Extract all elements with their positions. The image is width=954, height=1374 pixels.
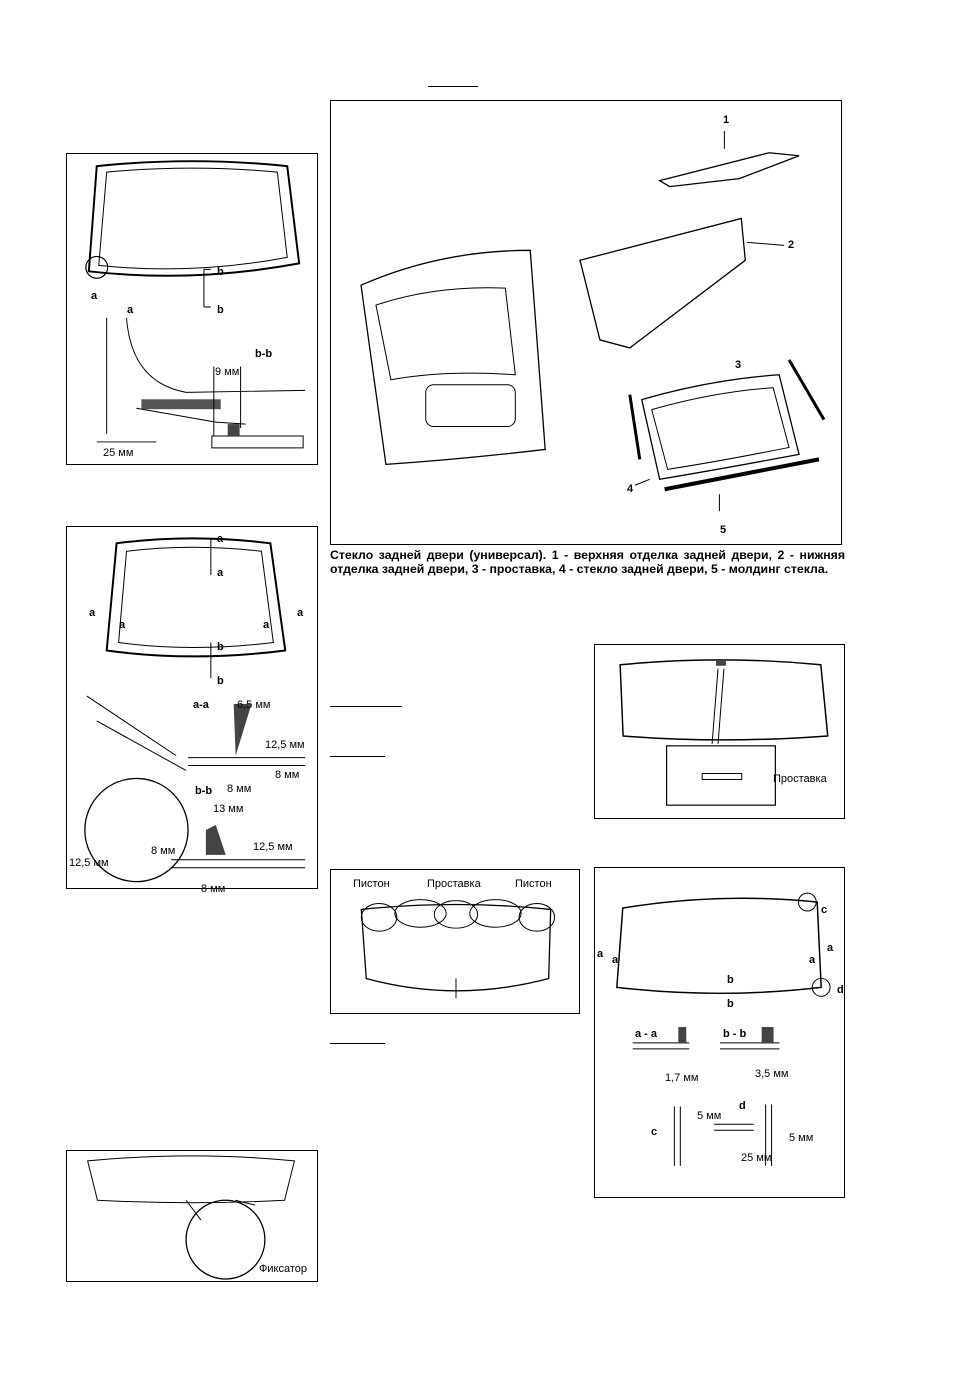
- section-bb: b-b: [195, 785, 213, 797]
- a-right-2: a: [297, 607, 304, 619]
- label-a-1: a: [597, 948, 604, 960]
- rule-2: [330, 756, 385, 757]
- pistons-drawing: [360, 899, 556, 999]
- label-c-detail: c: [651, 1126, 658, 1138]
- label-b-bottom: b: [217, 304, 224, 316]
- dim-3-5mm: 3,5 мм: [755, 1068, 789, 1080]
- windshield-drawing: [85, 160, 306, 449]
- section-bb: b-b: [255, 348, 273, 360]
- a-top-2: a: [217, 567, 224, 579]
- dim-6-5mm: 6,5 мм: [237, 699, 271, 711]
- label-b-1: b: [727, 974, 734, 986]
- label-a-2: a: [612, 954, 619, 966]
- label-a-4: a: [827, 942, 834, 954]
- spacer-label: Проставка: [427, 878, 481, 890]
- piston-left-label: Пистон: [353, 878, 390, 890]
- dim-25mm: 25 мм: [741, 1152, 772, 1164]
- label-a: a: [91, 290, 98, 302]
- callout-3: 3: [735, 359, 742, 371]
- label-c: c: [821, 904, 828, 916]
- label-d-detail: d: [739, 1100, 746, 1112]
- dim-9mm: 9 мм: [215, 366, 240, 378]
- dim-12-5mm-a: 12,5 мм: [265, 739, 305, 751]
- callout-4: 4: [627, 483, 634, 495]
- label-b-2: b: [727, 998, 734, 1010]
- dim-12-5mm-c: 12,5 мм: [69, 857, 109, 869]
- rear-glass-sections-drawing: [84, 537, 306, 883]
- header-rule: [428, 86, 478, 87]
- dim-8mm-d: 8 мм: [201, 883, 226, 895]
- callout-1: 1: [723, 114, 730, 126]
- b-2: b: [217, 675, 224, 687]
- dim-8mm-a: 8 мм: [275, 769, 300, 781]
- windshield-figure: a a b b b-b 9 мм 25 мм: [66, 153, 318, 465]
- label-a-3: a: [809, 954, 816, 966]
- section-bb: b - b: [723, 1028, 747, 1040]
- dim-12-5mm-b: 12,5 мм: [253, 841, 293, 853]
- latch-label: Фиксатор: [259, 1263, 307, 1275]
- latch-drawing: [86, 1155, 296, 1280]
- callout-5: 5: [720, 524, 727, 536]
- install-figure: c d a a a a b b a - a b - b 1,7 мм 3,5 м…: [594, 867, 845, 1198]
- a-right-1: a: [263, 619, 270, 631]
- a-left-1: a: [89, 607, 96, 619]
- dim-5mm-b: 5 мм: [789, 1132, 814, 1144]
- b-1: b: [217, 641, 224, 653]
- label-a-detail: a: [127, 304, 134, 316]
- dim-8mm-b: 8 мм: [227, 783, 252, 795]
- latch-figure: Фиксатор: [66, 1150, 318, 1282]
- spacer-figure: Проставка: [594, 644, 845, 819]
- label-d: d: [837, 984, 844, 996]
- figure-caption: Стекло задней двери (универсал). 1 - вер…: [330, 548, 845, 576]
- pistons-figure: Пистон Проставка Пистон: [330, 869, 580, 1014]
- dim-5mm-a: 5 мм: [697, 1110, 722, 1122]
- rule-1: [330, 706, 402, 707]
- callout-2: 2: [788, 239, 795, 251]
- install-drawing: [616, 892, 831, 1166]
- a-top-1: a: [217, 533, 224, 545]
- exploded-view-drawing: [360, 130, 826, 512]
- section-aa: a-a: [193, 699, 209, 711]
- spacer-label: Проставка: [773, 773, 827, 785]
- label-b-top: b: [217, 266, 224, 278]
- a-left-2: a: [119, 619, 126, 631]
- piston-right-label: Пистон: [515, 878, 552, 890]
- exploded-view-figure: 1 2 3 4 5: [330, 100, 842, 545]
- section-aa: a - a: [635, 1028, 658, 1040]
- dim-25mm: 25 мм: [103, 447, 134, 459]
- rear-glass-sections-figure: a a a a a a b b a-a 6,5 мм 12,5 мм 8 мм …: [66, 526, 318, 895]
- dim-13mm: 13 мм: [213, 803, 244, 815]
- spacer-drawing: [619, 659, 829, 806]
- dim-8mm-c: 8 мм: [151, 845, 176, 857]
- rule-3: [330, 1043, 385, 1044]
- dim-1-7mm: 1,7 мм: [665, 1072, 699, 1084]
